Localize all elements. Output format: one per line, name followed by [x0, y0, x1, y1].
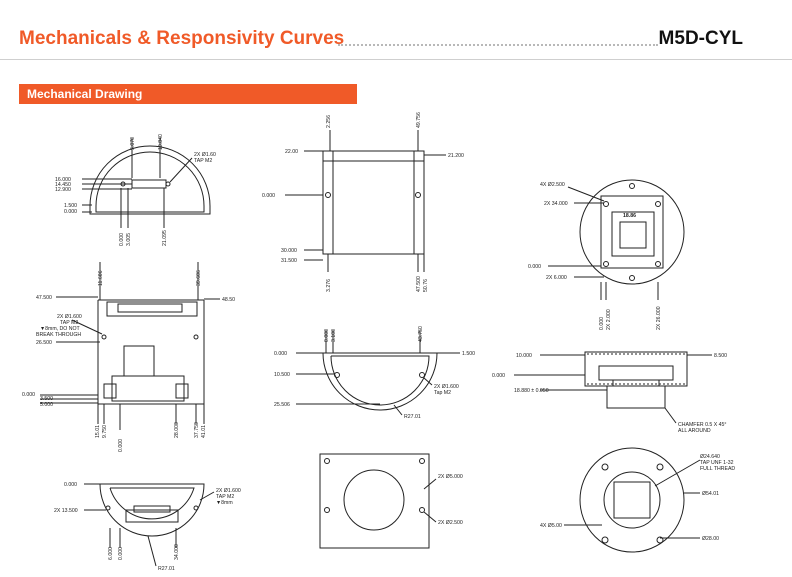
d5-dim-left-0: 0.000 — [274, 351, 287, 357]
d4-dim-right-0: 48.50 — [222, 297, 235, 303]
d9-thread-1: TAP UNF 1-32 — [700, 460, 734, 466]
d2-dim-left-3: 31.500 — [281, 258, 297, 264]
d1-dim-bottom-1: 3.005 — [126, 233, 132, 246]
d4-dim-left-3: 3.500 — [40, 396, 53, 402]
d6-chamfer-0: CHAMFER 0.5 X 45° — [678, 422, 727, 428]
d2-dim-left-1: 0.000 — [262, 193, 275, 199]
d7-callout-0: 2X Ø1.600 — [216, 488, 241, 494]
d3-dim-left-bottom-0: 0.000 — [528, 264, 541, 270]
d4-dim-bottom-5: 41.01 — [201, 425, 207, 438]
d7-dim-left-0: 0.000 — [64, 482, 77, 488]
d1-dim-left-1: 14.450 — [55, 182, 71, 188]
d5-dim-right-0: 1.500 — [462, 351, 475, 357]
d4-dim-left-0: 47.500 — [36, 295, 52, 301]
page-header: Mechanicals & Responsivity Curves M5D-CY… — [0, 0, 792, 60]
d2-dim-top-1: 49.756 — [416, 112, 422, 128]
d3-dim-bottom-1: 2X 2.000 — [606, 309, 612, 330]
d2-dim-left-0: 22.00 — [285, 149, 298, 155]
drawing-top-view-small — [82, 138, 211, 228]
d9-callout-0: Ø54.01 — [702, 491, 719, 497]
d5-dim-top-0: 0.000 — [324, 329, 330, 342]
d9-callout-1: 4X Ø5.00 — [540, 523, 562, 529]
d4-dim-top-0: 11.606 — [98, 270, 104, 286]
d5-dim-top-1: 3.100 — [331, 329, 337, 342]
d5-callout-0: 2X Ø1.600 — [434, 384, 459, 390]
d4-dim-left-4: 5.000 — [40, 402, 53, 408]
d6-dim-left-1: 0.000 — [492, 373, 505, 379]
d4-dim-bottom-1: 9.750 — [102, 425, 108, 438]
d2-dim-bottom-0: 3.276 — [326, 279, 332, 292]
d4-callout-1: TAP M2 — [60, 320, 78, 326]
header-divider — [0, 59, 792, 60]
d7-callout-1: TAP M2 — [216, 494, 234, 500]
d2-dim-right-0: 21.200 — [448, 153, 464, 159]
d3-center-value: 18.86 — [623, 213, 636, 219]
drawing-bottom-view — [84, 483, 215, 567]
drawing-top-arc — [296, 330, 460, 416]
d7-dim-bottom-1: 0.000 — [118, 547, 124, 560]
d6-dim-right-0: 8.500 — [714, 353, 727, 359]
d4-callout-3: BREAK THROUGH — [36, 332, 81, 338]
d7-callout-2: ▼8mm — [216, 500, 233, 506]
d6-dim-left-2: 18.880 ± 0.050 — [514, 388, 549, 394]
d9-thread-2: FULL THREAD — [700, 466, 735, 472]
d4-dim-bottom-3: 28.000 — [174, 422, 180, 438]
d1-callout-0: 2X Ø1.60 — [194, 152, 216, 158]
d4-dim-bottom-0: 15.01 — [95, 425, 101, 438]
d6-dim-left-0: 10.000 — [516, 353, 532, 359]
d3-dim-bottom-2: 2X 26.000 — [656, 306, 662, 330]
d6-chamfer-1: ALL AROUND — [678, 428, 711, 434]
drawing-mount-side — [514, 351, 712, 424]
d2-dim-bottom-2: 50.76 — [423, 279, 429, 292]
d4-dim-left-1: 26.500 — [36, 340, 52, 346]
d1-dim-left-2: 12.900 — [55, 187, 71, 193]
d3-dim-bottom-0: 0.000 — [599, 317, 605, 330]
d4-dim-bottom-4: 37.750 — [194, 422, 200, 438]
d4-dim-left-2: 0.000 — [22, 392, 35, 398]
d8-callout-1: 2X Ø2.500 — [438, 520, 463, 526]
d9-callout-2: Ø28.00 — [702, 536, 719, 542]
d1-dim-left-4: 0.000 — [64, 209, 77, 215]
d5-dim-top-2: 43.750 — [418, 326, 424, 342]
d7-radius: R27.01 — [158, 566, 175, 572]
d4-callout-0: 2X Ø1.600 — [57, 314, 82, 320]
d4-dim-bottom-2: 0.000 — [118, 439, 124, 452]
d1-dim-top-1: 10.840 — [158, 134, 164, 150]
d1-dim-top-0: 5.070 — [130, 137, 136, 150]
d1-dim-left-3: 1.500 — [64, 203, 77, 209]
drawing-rear-view-sensor — [548, 179, 685, 300]
page-title: Mechanicals & Responsivity Curves — [19, 28, 345, 49]
d5-radius: R27.01 — [404, 414, 421, 420]
drawing-side-section — [40, 262, 220, 430]
d3-dim-left-bottom-1: 2X 6.000 — [546, 275, 567, 281]
d1-dim-bottom-2: 21.095 — [162, 230, 168, 246]
d2-dim-bottom-1: 47.500 — [416, 276, 422, 292]
d1-dim-left-0: 16.000 — [55, 177, 71, 183]
d7-dim-bottom-0: 6.000 — [108, 547, 114, 560]
model-name: M5D-CYL — [658, 28, 743, 49]
d7-dim-left-1: 2X 13.500 — [54, 508, 78, 514]
d5-callout-1: Tap M2 — [434, 390, 451, 396]
d9-thread-0: Ø24.640 — [700, 454, 720, 460]
d4-callout-2: ▼8mm, DO NOT — [40, 326, 81, 332]
d2-dim-left-2: 30.000 — [281, 248, 297, 254]
d3-dim-left-top-0: 4X Ø2.500 — [540, 182, 565, 188]
d3-dim-left-top-1: 2X 34.000 — [544, 201, 568, 207]
d1-dim-bottom-0: 0.000 — [119, 233, 125, 246]
d5-dim-left-2: 25.506 — [274, 402, 290, 408]
section-header: Mechanical Drawing — [19, 84, 357, 104]
d4-dim-top-1: 39.606 — [196, 270, 202, 286]
d1-callout-1: TAP M2 — [194, 158, 212, 164]
drawing-front-view — [285, 130, 446, 272]
d8-callout-0: 2X Ø5.000 — [438, 474, 463, 480]
d5-dim-left-1: 10.500 — [274, 372, 290, 378]
drawing-cmount-front — [564, 447, 701, 553]
section-title: Mechanical Drawing — [27, 87, 143, 101]
title-leader-dots — [338, 44, 658, 46]
d2-dim-top-0: 2.256 — [326, 115, 332, 128]
drawing-plate-view — [319, 453, 437, 549]
d7-dim-bottom-2: 34.000 — [174, 544, 180, 560]
